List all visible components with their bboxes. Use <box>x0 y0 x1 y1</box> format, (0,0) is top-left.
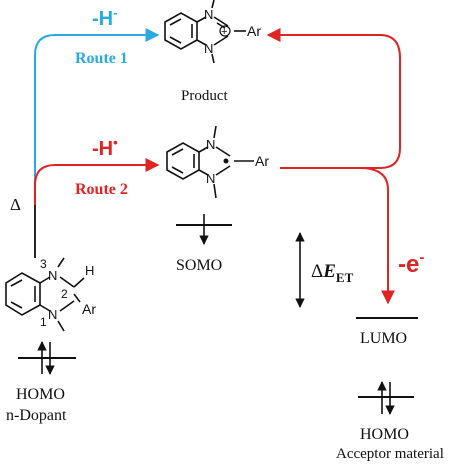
heat-symbol: Δ <box>10 195 21 214</box>
dopant-position-3: 3 <box>40 257 47 271</box>
acceptor-name: Acceptor material <box>336 446 444 462</box>
energy-gap-label: ΔEET <box>311 261 354 285</box>
product-structure <box>164 0 246 64</box>
dopant-position-2: 2 <box>61 287 68 301</box>
dopant-ar: Ar <box>82 301 96 317</box>
dopant-name: n-Dopant <box>6 407 67 424</box>
dopant-homo-label: HOMO <box>16 386 65 403</box>
product-label: Product <box>181 88 228 104</box>
dopant-position-1: 1 <box>40 315 47 329</box>
route1-species: -H- <box>92 5 117 30</box>
route2-label: Route 2 <box>75 181 128 198</box>
radical-dot <box>223 158 229 164</box>
route2-arrow <box>34 158 160 205</box>
somo-label: SOMO <box>176 257 222 274</box>
dopant-n-bottom: N <box>48 307 57 322</box>
product-n-top: N <box>204 7 213 22</box>
dopant-h: H <box>85 263 94 278</box>
radical-ar: Ar <box>255 153 269 169</box>
product-charge: + <box>221 26 227 38</box>
route1-label: Route 1 <box>75 50 128 67</box>
electron-transfer-arrow <box>359 167 395 305</box>
route2-species: -H• <box>92 135 118 160</box>
acceptor-homo-label: HOMO <box>360 426 409 443</box>
radical-to-product-arrow <box>266 28 401 169</box>
radical-n-bottom: N <box>206 171 215 186</box>
radical-structure <box>166 125 254 199</box>
dopant-structure <box>5 257 85 332</box>
oxidation-species: -e- <box>398 249 424 278</box>
lumo-label: LUMO <box>360 330 407 347</box>
dopant-n-top: N <box>48 268 57 283</box>
product-n-bottom: N <box>204 41 213 56</box>
product-ar: Ar <box>247 23 261 39</box>
route1-arrow <box>34 28 160 205</box>
radical-n-top: N <box>206 137 215 152</box>
